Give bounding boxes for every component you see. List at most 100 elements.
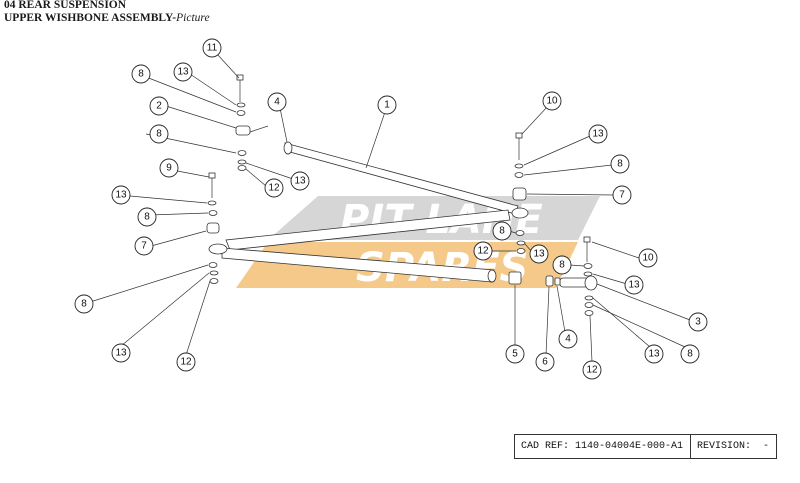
svg-text:13: 13 — [533, 249, 545, 260]
callout-8: 8 — [492, 221, 512, 241]
nut-12-d — [584, 310, 594, 316]
svg-text:8: 8 — [144, 212, 150, 223]
inner-eye — [208, 243, 228, 255]
callout-8: 8 — [137, 207, 157, 227]
callout-6: 6 — [535, 352, 555, 372]
callout-8: 8 — [131, 64, 151, 84]
callout-13: 13 — [624, 275, 644, 295]
svg-text:4: 4 — [274, 97, 280, 108]
svg-text:3: 3 — [695, 317, 701, 328]
callout-13: 13 — [173, 62, 193, 82]
callout-1: 1 — [377, 95, 397, 115]
svg-text:13: 13 — [648, 349, 660, 360]
leader-lines — [89, 53, 691, 363]
revision-value: - — [763, 441, 770, 452]
washer-13-b — [237, 159, 247, 165]
svg-text:13: 13 — [115, 348, 127, 359]
section-title: 04 REAR SUSPENSION — [4, 0, 127, 11]
callout-8: 8 — [680, 344, 700, 364]
svg-text:12: 12 — [586, 365, 598, 376]
nut-12-b — [209, 278, 219, 284]
locknut-4 — [554, 277, 561, 286]
svg-text:10: 10 — [642, 253, 654, 264]
svg-text:5: 5 — [512, 349, 518, 360]
nut-8-d — [208, 262, 218, 268]
svg-text:8: 8 — [687, 349, 693, 360]
callout-9: 9 — [159, 158, 179, 178]
svg-text:8: 8 — [559, 260, 565, 271]
washer-13-f — [516, 240, 526, 246]
svg-text:8: 8 — [499, 226, 505, 237]
nut-8-g — [583, 263, 593, 269]
callout-3: 3 — [688, 312, 708, 332]
callout-13: 13 — [588, 124, 608, 144]
svg-text:13: 13 — [592, 129, 604, 140]
svg-text:6: 6 — [542, 357, 548, 368]
washer-13-g — [583, 271, 593, 277]
callout-8: 8 — [610, 154, 630, 174]
callout-12: 12 — [264, 178, 284, 198]
nut-12-c — [516, 248, 526, 254]
callout-4: 4 — [558, 329, 578, 349]
insert-6 — [545, 275, 554, 287]
wishbone-body — [208, 141, 529, 283]
nut-8-h — [584, 302, 594, 308]
nut-8-e — [514, 172, 524, 178]
washer-13-e — [514, 163, 524, 169]
svg-text:2: 2 — [156, 101, 162, 112]
svg-text:12: 12 — [477, 246, 489, 257]
svg-text:8: 8 — [81, 299, 87, 310]
bolt-head-10-b — [583, 236, 591, 243]
svg-text:10: 10 — [546, 96, 558, 107]
callout-8: 8 — [149, 124, 169, 144]
rod-end-3-eye — [584, 275, 598, 291]
bolt-head-10-a — [515, 132, 523, 139]
callout-12: 12 — [582, 360, 602, 380]
callout-13: 13 — [529, 244, 549, 264]
svg-text:13: 13 — [628, 280, 640, 291]
svg-text:13: 13 — [177, 67, 189, 78]
callout-12: 12 — [473, 241, 493, 261]
washer-13-d — [209, 270, 219, 276]
svg-text:7: 7 — [141, 241, 147, 252]
front-arm-tube — [225, 209, 511, 251]
nut-8-f — [515, 230, 525, 236]
spacer-7-a — [206, 222, 220, 234]
callout-12: 12 — [176, 352, 196, 372]
nut-8-c — [208, 210, 218, 216]
callout-13: 13 — [111, 185, 131, 205]
svg-text:11: 11 — [207, 43, 218, 54]
svg-text:13: 13 — [115, 190, 127, 201]
callout-7: 7 — [612, 185, 632, 205]
washer-13-a — [236, 102, 246, 108]
bolt-head-11 — [236, 74, 244, 81]
spacer-7-b — [512, 187, 527, 201]
tube-end-4-upper — [283, 141, 293, 155]
assembly-title: UPPER WISHBONE ASSEMBLY-Picture — [4, 12, 210, 24]
callout-13: 13 — [644, 344, 664, 364]
callout-2: 2 — [149, 96, 169, 116]
nut-8-b — [237, 150, 247, 156]
cad-reference-block: CAD REF: 1140-04004E-000-A1 REVISION: - — [514, 434, 777, 459]
cad-ref-cell: CAD REF: 1140-04004E-000-A1 — [515, 435, 691, 458]
callout-8: 8 — [74, 294, 94, 314]
svg-text:4: 4 — [565, 334, 571, 345]
callout-4: 4 — [267, 92, 287, 112]
callout-group: 11 13 8 2 4 1 8 13 12 9 13 8 7 10 13 8 7… — [74, 38, 708, 380]
callout-7: 7 — [134, 236, 154, 256]
svg-text:8: 8 — [156, 129, 162, 140]
callout-8: 8 — [552, 255, 572, 275]
nut-8-a — [236, 110, 246, 116]
spacer-5 — [508, 271, 522, 285]
callout-13: 13 — [290, 171, 310, 191]
washer-13-c — [207, 200, 217, 206]
svg-text:13: 13 — [294, 176, 306, 187]
callout-5: 5 — [505, 344, 525, 364]
revision-cell: REVISION: - — [691, 435, 776, 458]
svg-text:7: 7 — [619, 190, 625, 201]
nut-12-a — [237, 165, 247, 171]
cad-ref-value: 1140-04004E-000-A1 — [575, 441, 684, 452]
svg-text:12: 12 — [268, 183, 280, 194]
bolt-head-9 — [208, 172, 216, 179]
